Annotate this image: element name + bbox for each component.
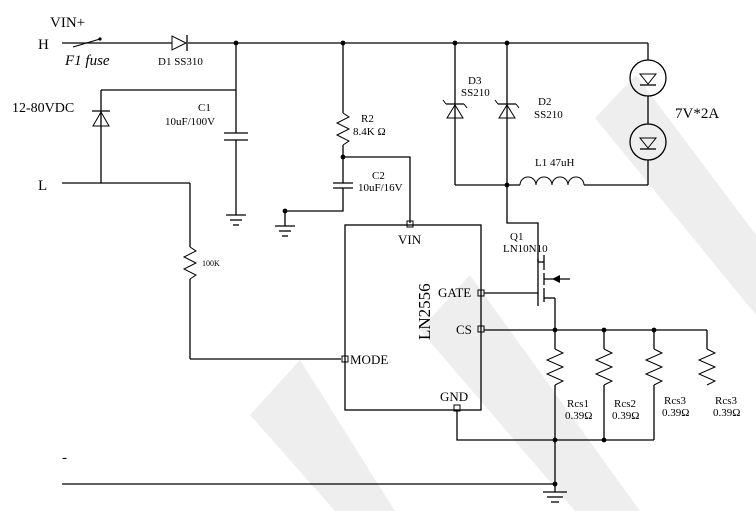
pin-cs-label: CS [456, 322, 472, 337]
resistor-mode [182, 183, 341, 360]
h-terminal-label: H [38, 37, 49, 53]
capacitor-c1 [224, 43, 248, 226]
diode-d3 [442, 43, 468, 185]
node-dot [601, 437, 607, 443]
led-load [629, 43, 667, 185]
rcs3-name: Rcs3 [664, 395, 687, 407]
resistor-rcs1 [545, 330, 565, 440]
pin-gate-label: GATE [438, 285, 471, 300]
pin-vin-label: VIN [398, 232, 422, 247]
pin-gnd-label: GND [440, 389, 468, 404]
c2-value: 10uF/16V [358, 182, 403, 194]
mosfet-q1 [484, 255, 570, 330]
vin-wire [343, 156, 411, 223]
fuse-symbol [72, 37, 102, 48]
c2-name: C2 [372, 170, 385, 182]
c1-value: 10uF/100V [165, 116, 215, 128]
drain-wire [506, 185, 539, 262]
c1-name: C1 [198, 102, 211, 114]
q1-value: LN10N10 [503, 243, 548, 255]
resistor-r2 [335, 43, 351, 183]
d3-value: SS210 [461, 87, 490, 99]
rcs2-value: 0.39Ω [612, 410, 639, 422]
diode-d2 [494, 43, 520, 185]
resistor-rcs2 [594, 330, 614, 440]
vin-plus-label: VIN+ [50, 15, 85, 31]
pin-mode-label: MODE [350, 352, 388, 367]
r-mode-value: 100K [202, 259, 220, 268]
minus-terminal-label: - [62, 450, 67, 466]
d1-label: D1 SS310 [158, 56, 203, 68]
r2-value: 8.4K Ω [353, 126, 386, 138]
rcs2-name: Rcs2 [614, 398, 636, 410]
l-terminal-label: L [38, 178, 47, 194]
rcs1-name: Rcs1 [567, 398, 589, 410]
resistor-rcs3 [644, 330, 664, 440]
r2-name: R2 [361, 113, 374, 125]
node-dot [552, 481, 558, 487]
d3-name: D3 [468, 75, 482, 87]
ground-symbol [543, 491, 567, 503]
inductor-l1 [519, 176, 648, 186]
ic-name: LN2556 [415, 283, 434, 340]
d2-value: SS210 [534, 109, 563, 121]
watermark [250, 75, 756, 511]
rcs1-value: 0.39Ω [565, 410, 592, 422]
rcs4-name: Rcs3 [715, 395, 738, 407]
d2-name: D2 [538, 96, 551, 108]
diode-d1 [152, 35, 188, 51]
capacitor-c2 [275, 182, 353, 237]
gnd-bus [456, 411, 654, 441]
resistor-rcs4 [697, 330, 717, 386]
load-label: 7V*2A [675, 106, 719, 122]
input-diode [92, 89, 236, 183]
l1-label: L1 47uH [535, 157, 574, 169]
rcs3-value: 0.39Ω [662, 407, 689, 419]
q1-name: Q1 [510, 231, 523, 243]
supply-range-label: 12-80VDC [12, 101, 74, 116]
fuse-label: F1 fuse [64, 53, 110, 69]
rcs4-value: 0.39Ω [713, 407, 740, 419]
